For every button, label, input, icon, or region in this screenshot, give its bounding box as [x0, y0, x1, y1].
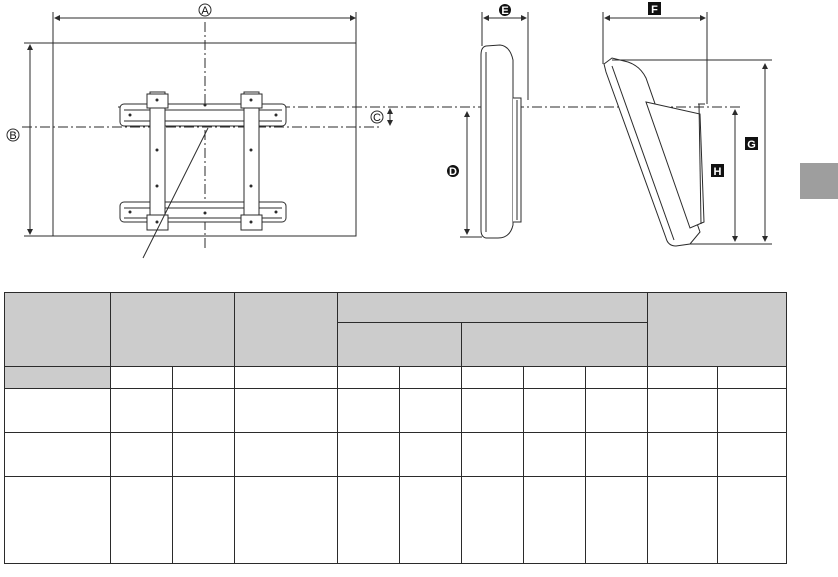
label-h: H [711, 164, 724, 178]
svg-text:G: G [747, 139, 756, 151]
table-cell [172, 366, 235, 389]
table-cell [584, 366, 649, 389]
table-cell [110, 432, 173, 477]
table-cell [647, 388, 719, 433]
label-e: E [499, 4, 511, 17]
section-tab [800, 163, 838, 199]
table-row [4, 432, 788, 477]
table-cell [647, 432, 719, 477]
header-cell-model [4, 292, 111, 367]
label-f: F [648, 2, 661, 16]
svg-text:H: H [714, 166, 722, 178]
table-cell [647, 476, 719, 564]
front-view [22, 12, 740, 259]
left-bracket [149, 91, 166, 231]
header-cell-center-dimension [234, 292, 338, 367]
table-row [4, 476, 788, 564]
table-cell [337, 388, 400, 433]
svg-text:F: F [651, 4, 658, 16]
svg-text:B: B [9, 130, 16, 142]
table-cell [234, 476, 338, 564]
table-cell [4, 432, 111, 477]
table-cell [172, 476, 235, 564]
table-cell [523, 366, 586, 389]
table-header-row-1 [4, 292, 788, 367]
table-cell [337, 476, 400, 564]
table-cell [399, 388, 462, 433]
table-cell [337, 366, 400, 389]
dimensions-table [4, 292, 788, 564]
svg-text:A: A [201, 5, 209, 17]
table-cell [717, 388, 788, 433]
pointer-line [142, 127, 209, 259]
table-cell [110, 388, 173, 433]
table-header-row-2 [5, 322, 787, 367]
table-cell [234, 432, 338, 477]
table-cell [110, 476, 173, 564]
table-cell [110, 366, 173, 389]
label-b: B [6, 128, 20, 142]
table-cell [399, 366, 462, 389]
label-c: C [370, 110, 384, 124]
tv-side-outline [480, 44, 514, 239]
table-cell [4, 388, 111, 433]
table-cell [399, 476, 462, 564]
table-cell [523, 388, 586, 433]
table-cell [584, 388, 649, 433]
table-cell [647, 366, 719, 389]
header-cell-standard-angle [337, 322, 462, 367]
table-cell [172, 388, 235, 433]
table-cell [584, 476, 649, 564]
table-cell [234, 388, 338, 433]
table-cell [399, 432, 462, 477]
table-cell [172, 432, 235, 477]
table-cell [234, 366, 338, 389]
tilt-bracket [645, 101, 705, 229]
table-cell [717, 432, 788, 477]
tv-tilted-outline [603, 57, 701, 247]
table-cell [461, 388, 524, 433]
table-row [4, 388, 788, 433]
table-cell [584, 432, 649, 477]
table-cell [717, 476, 788, 564]
table-cell [461, 432, 524, 477]
right-bracket [243, 91, 260, 231]
side-view [460, 12, 529, 239]
table-cell [523, 476, 586, 564]
dimension-diagram: A B C D E F G H [6, 2, 772, 259]
header-cell-tilt-angle [460, 322, 649, 367]
table-row [4, 366, 788, 389]
header-cell-installation-lengths [336, 292, 649, 323]
table-cell [461, 366, 524, 389]
label-g: G [745, 137, 758, 151]
table-cell [717, 366, 788, 389]
tilted-view [602, 12, 772, 247]
table-cell [4, 476, 111, 564]
svg-text:D: D [449, 166, 457, 178]
label-d: D [447, 165, 459, 178]
label-a: A [198, 3, 212, 17]
table-cell [523, 432, 586, 477]
table-cell [461, 476, 524, 564]
svg-text:C: C [373, 112, 381, 124]
svg-text:E: E [501, 5, 508, 17]
table-cell [4, 366, 111, 389]
header-cell-display-dimensions [110, 292, 235, 367]
header-cell-weight [647, 292, 788, 367]
table-cell [337, 432, 400, 477]
